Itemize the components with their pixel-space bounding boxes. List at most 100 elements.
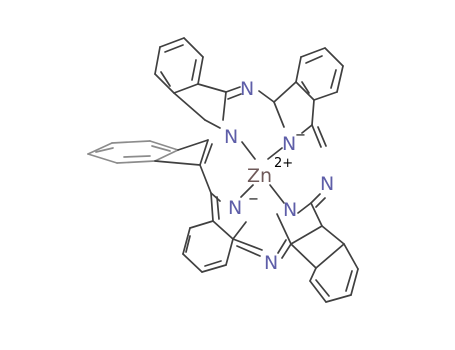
bond — [204, 119, 221, 129]
zinc-charge-label: 2+ — [274, 156, 293, 171]
bond — [305, 55, 323, 64]
left-isoindole — [87, 139, 213, 194]
bond — [336, 65, 344, 93]
bond — [201, 264, 227, 273]
bond — [315, 279, 330, 297]
bond — [212, 220, 234, 240]
bond — [204, 143, 213, 164]
bond — [199, 139, 209, 166]
bond — [317, 126, 327, 147]
bond — [343, 243, 359, 270]
bond — [225, 86, 241, 93]
bond — [95, 147, 114, 153]
bond — [309, 280, 327, 303]
bond — [290, 243, 317, 269]
nitrogen-label-lower-left: N — [228, 197, 242, 219]
nitrogen-label-bottom: N — [264, 252, 278, 274]
bond — [276, 213, 292, 245]
bond — [297, 202, 312, 214]
bond — [149, 140, 179, 151]
bond — [301, 81, 310, 94]
bond — [295, 56, 302, 83]
bond — [151, 145, 171, 152]
bond — [210, 192, 221, 202]
lower-left-isoindole — [182, 192, 263, 273]
bond — [240, 184, 254, 198]
bond — [267, 147, 283, 160]
bond — [183, 37, 204, 58]
bond — [173, 92, 206, 121]
bond — [123, 155, 151, 158]
lower-right-isoindole — [276, 193, 359, 303]
bond — [295, 81, 315, 101]
bond — [154, 46, 161, 75]
bond — [111, 140, 151, 144]
bond — [87, 153, 118, 164]
bond — [350, 268, 359, 296]
bond — [189, 220, 214, 229]
bond — [154, 149, 179, 162]
zinc-label: Zn — [247, 165, 272, 187]
coordination-bonds — [240, 141, 285, 204]
bond — [154, 73, 175, 94]
nitrogen-label-right-upper: N — [282, 133, 296, 155]
bond — [277, 239, 287, 254]
bond — [310, 202, 323, 227]
nitrogen-label-top: N — [240, 78, 254, 100]
bond — [311, 124, 322, 148]
bond — [232, 238, 263, 251]
nitrogen-charge-lower-left: − — [248, 192, 259, 207]
bond — [154, 160, 201, 166]
bond — [222, 91, 227, 121]
bond — [345, 270, 353, 292]
bond — [269, 184, 285, 204]
bond — [159, 37, 185, 48]
bond — [197, 83, 227, 93]
nitrogen-label-left: N — [224, 126, 238, 148]
bond — [300, 47, 326, 58]
bond — [281, 243, 292, 259]
nitrogen-charge-right-upper: − — [295, 128, 306, 143]
bond — [191, 59, 197, 81]
upper-left-isoindole — [154, 37, 275, 129]
bond — [258, 90, 275, 103]
bond — [311, 99, 315, 126]
bond — [313, 91, 338, 101]
bond — [273, 101, 285, 128]
bond — [182, 227, 191, 255]
bond — [232, 221, 247, 240]
bond — [225, 238, 234, 266]
bond — [290, 225, 323, 245]
bond — [310, 193, 321, 204]
bond — [241, 141, 256, 160]
nitrogen-label-right-mid: N — [320, 173, 334, 195]
bond — [197, 56, 204, 85]
bond — [177, 139, 209, 151]
bond — [185, 235, 191, 253]
bond — [236, 245, 261, 257]
bond — [216, 196, 220, 220]
bond — [160, 71, 171, 87]
upper-right-isoindole — [273, 47, 344, 148]
bond — [164, 44, 184, 53]
bond — [309, 267, 317, 282]
bond — [273, 81, 297, 103]
bond — [324, 47, 344, 67]
bond — [204, 260, 222, 267]
bond — [199, 164, 212, 194]
bond — [210, 192, 214, 222]
bond — [116, 160, 156, 164]
bond — [182, 253, 203, 273]
bond — [315, 243, 345, 269]
bond — [87, 142, 113, 155]
bond — [173, 83, 199, 94]
nitrogen-label-lower-right: N — [283, 199, 297, 221]
bond — [227, 93, 242, 100]
bond — [330, 69, 337, 89]
bond — [301, 124, 313, 134]
bond — [315, 197, 326, 208]
bond — [321, 225, 345, 245]
bond — [325, 294, 352, 303]
